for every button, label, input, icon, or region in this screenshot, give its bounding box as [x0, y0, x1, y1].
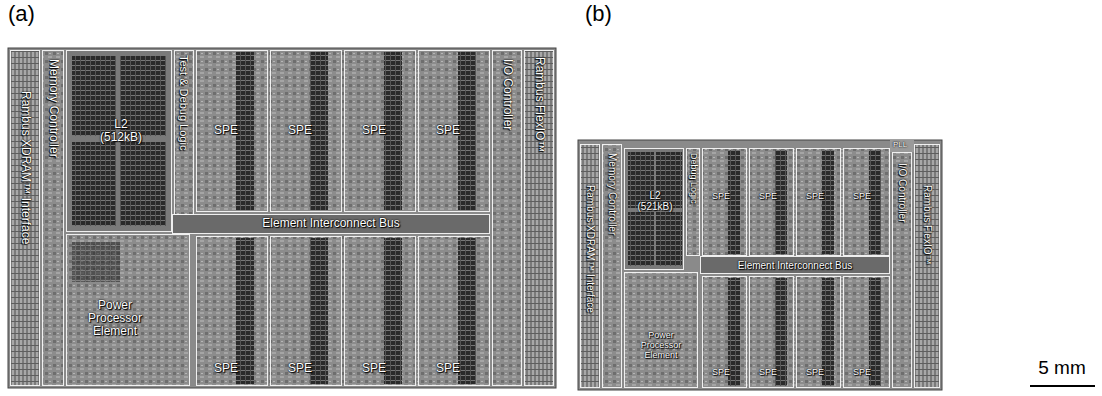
region-label: SPE	[712, 192, 730, 202]
die-strip: Memory Controller	[602, 144, 622, 388]
die-region: L2 (521kB)	[624, 148, 684, 270]
die-region: SPE	[418, 236, 490, 386]
region-label: Power Processor Element	[76, 299, 154, 339]
region-label: SPE	[436, 124, 460, 137]
region-label: SPE	[806, 368, 824, 378]
region-label: I/O Controller	[897, 163, 908, 222]
region-label: SPE	[712, 368, 730, 378]
region-label: SPE	[214, 124, 238, 137]
die-region: Element Interconnect Bus	[172, 214, 490, 234]
die-region: Power Processor Element	[66, 234, 190, 386]
region-label: Memory Controller	[607, 153, 618, 235]
region-label: SPE	[362, 124, 386, 137]
die-strip: Test & Debug Logic	[174, 50, 194, 215]
die-region: Element Interconnect Bus	[700, 256, 890, 274]
region-label: Power Processor Element	[632, 331, 690, 361]
region-label: SPE	[853, 192, 871, 202]
die-region: L2 (512kB)	[66, 50, 172, 232]
region-label: Rambus FlexIO™	[922, 185, 933, 264]
die-region: SPE	[196, 236, 268, 386]
scale-label: 5 mm	[1038, 358, 1086, 379]
region-label: Rambus XDRAM™ Interface	[18, 91, 31, 244]
die-strip: Rambus FlexIO™	[524, 50, 554, 386]
die-strip: Rambus XDRAM™ Interface	[10, 50, 40, 386]
die-region: SPE	[344, 236, 416, 386]
region-label: SPE	[759, 192, 777, 202]
die-region: SPE	[270, 236, 342, 386]
region-label: SPE	[759, 368, 777, 378]
region-label: SPE	[288, 362, 312, 375]
die-region: SPE	[749, 148, 794, 256]
die-strip: I/O Controller	[892, 152, 912, 388]
region-label: Debug Logic	[688, 153, 698, 204]
die-region: SPE	[702, 148, 747, 256]
region-label: Rambus FlexIO™	[532, 57, 545, 152]
die-strip: I/O Controller	[492, 50, 522, 386]
die-region: Power Processor Element	[624, 272, 698, 388]
region-label: SPE	[436, 362, 460, 375]
die-region: SPE	[749, 276, 794, 388]
die-strip: Debug Logic	[686, 148, 700, 256]
region-label: Test & Debug Logic	[178, 55, 190, 150]
region-label: SPE	[288, 124, 312, 137]
region-label: SPE	[853, 368, 871, 378]
die-region: SPE	[796, 276, 841, 388]
region-label: SPE	[362, 362, 386, 375]
die-strip: Rambus XDRAM™ Interface	[580, 144, 600, 388]
die-strip: Memory Controller	[42, 50, 64, 386]
die-region: SPE	[843, 148, 890, 256]
region-label: Element Interconnect Bus	[262, 217, 399, 230]
die-region: SPE	[418, 50, 490, 212]
die-region: SPE	[196, 50, 268, 212]
region-label: SPE	[806, 192, 824, 202]
die-region: SPE	[796, 148, 841, 256]
die-region: SPE	[270, 50, 342, 212]
region-label: SPE	[214, 362, 238, 375]
die-strip: Rambus FlexIO™	[914, 144, 940, 388]
region-label: I/O Controller	[500, 59, 513, 130]
panel-label: (a)	[8, 2, 35, 26]
block-label: PLL	[893, 141, 907, 150]
die-region: SPE	[702, 276, 747, 388]
die-region: SPE	[843, 276, 890, 388]
region-label: Rambus XDRAM™ Interface	[585, 185, 596, 313]
panel-label: (b)	[585, 2, 612, 26]
region-label: L2 (512kB)	[95, 118, 147, 144]
die-region: SPE	[344, 50, 416, 212]
region-label: Memory Controller	[46, 59, 59, 158]
region-label: Element Interconnect Bus	[738, 260, 853, 271]
region-label: L2 (521kB)	[633, 190, 677, 212]
